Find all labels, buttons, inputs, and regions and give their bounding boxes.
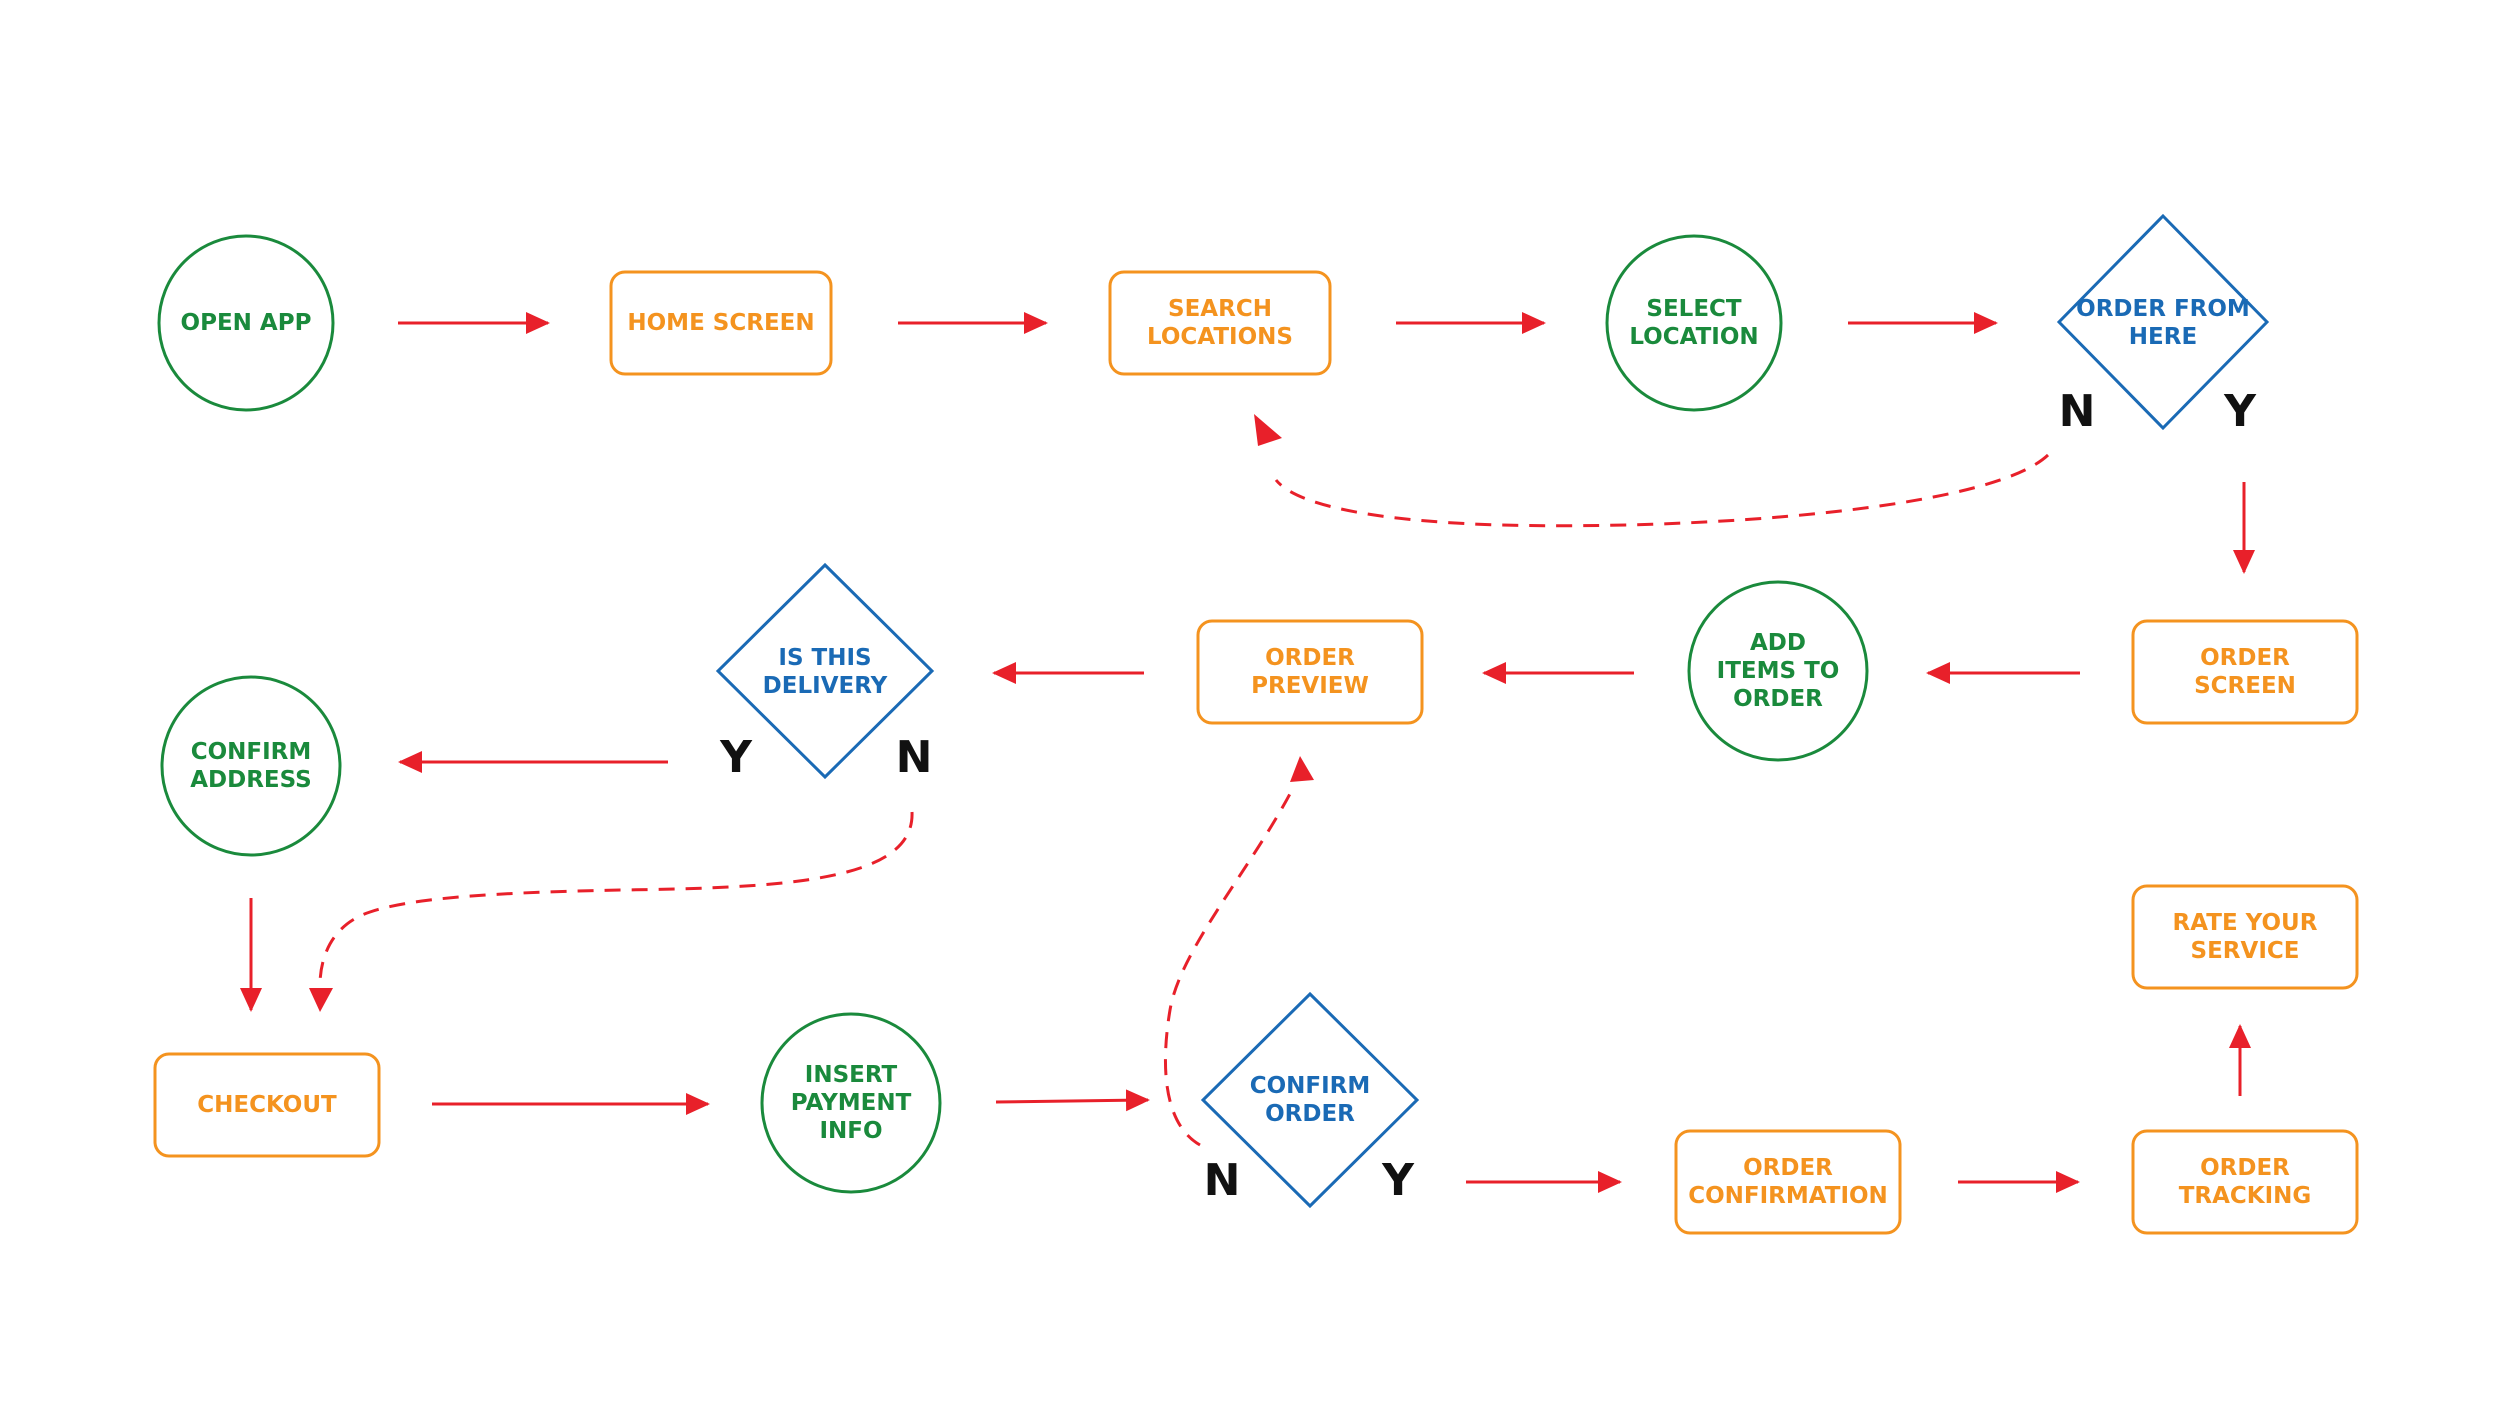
node-label-line: PAYMENT xyxy=(791,1090,912,1116)
node-label-line: ORDER xyxy=(1265,645,1355,671)
node-label-line: ADDRESS xyxy=(190,767,312,793)
arrow-delivery-no-to-checkout xyxy=(318,811,914,986)
node-label-line: INFO xyxy=(819,1118,882,1144)
node-open-app-shape xyxy=(157,234,335,412)
node-label-line: CONFIRM xyxy=(1250,1073,1371,1099)
node-confirm-address-shape xyxy=(160,675,342,857)
arrowhead-to-search xyxy=(1254,414,1282,446)
node-label-line: ITEMS TO xyxy=(1717,658,1840,684)
branch-label-order-from-here-no: N xyxy=(2059,386,2096,437)
arrow-payment-to-confirm-order xyxy=(995,1089,1150,1112)
branch-label-confirm-order-no: N xyxy=(1204,1155,1241,1206)
node-label-line: RATE YOUR xyxy=(2173,910,2318,936)
node-order-confirmation-shape xyxy=(1674,1129,1902,1235)
node-order-tracking-shape xyxy=(2131,1129,2359,1235)
node-rate-service-shape xyxy=(2131,884,2359,990)
node-label-line: OPEN APP xyxy=(181,310,312,336)
node-home-screen-shape xyxy=(609,270,833,376)
node-label-line: ORDER xyxy=(1743,1155,1833,1181)
branch-label-confirm-order-yes: Y xyxy=(1381,1155,1415,1206)
node-label-line: IS THIS xyxy=(778,645,871,671)
node-label-line: ADD xyxy=(1750,630,1806,656)
node-label-line: CHECKOUT xyxy=(197,1092,337,1118)
node-select-location-shape xyxy=(1605,234,1783,412)
node-checkout-shape xyxy=(153,1052,381,1158)
node-label-line: ORDER xyxy=(1265,1101,1355,1127)
branch-label-order-from-here-yes: Y xyxy=(2223,386,2257,437)
arrowhead-to-checkout xyxy=(309,988,333,1012)
node-label-line: TRACKING xyxy=(2179,1183,2312,1209)
node-search-locations-shape xyxy=(1108,270,1332,376)
node-label-line: CONFIRMATION xyxy=(1688,1183,1888,1209)
node-is-delivery-shape xyxy=(715,562,935,780)
node-confirm-order-shape xyxy=(1200,991,1420,1209)
node-label-line: ORDER xyxy=(2200,645,2290,671)
node-order-from-here-shape xyxy=(2056,213,2270,431)
circle-nodes xyxy=(157,234,1869,1194)
node-label-line: DELIVERY xyxy=(763,673,888,699)
decision-nodes xyxy=(715,213,2270,1209)
process-nodes xyxy=(153,270,2359,1235)
node-label-line: CONFIRM xyxy=(191,739,312,765)
node-label-line: SELECT xyxy=(1646,296,1742,322)
node-label-line: LOCATIONS xyxy=(1147,324,1293,350)
node-label-line: PREVIEW xyxy=(1251,673,1369,699)
node-label-line: INSERT xyxy=(805,1062,898,1088)
branch-label-is-delivery-no: N xyxy=(896,732,933,783)
node-order-preview-shape xyxy=(1196,619,1424,725)
branch-label-is-delivery-yes: Y xyxy=(719,732,753,783)
node-add-items-shape xyxy=(1687,580,1869,762)
node-label-line: SERVICE xyxy=(2191,938,2300,964)
arrows xyxy=(240,312,2255,1193)
arrow-order-from-here-no-to-search xyxy=(1274,453,2050,528)
dashed-arrows xyxy=(318,453,2050,1147)
branch-labels: N Y Y N N Y xyxy=(719,386,2257,1206)
node-insert-payment-shape xyxy=(760,1012,942,1194)
node-label-line: ORDER FROM xyxy=(2076,296,2250,322)
arrowhead-to-preview xyxy=(1290,756,1314,782)
node-open-app-label: OPEN APP xyxy=(181,310,312,336)
dashed-arrowheads xyxy=(309,414,1314,1012)
node-label-line: HERE xyxy=(2129,324,2197,350)
node-checkout-label: CHECKOUT xyxy=(197,1092,337,1118)
node-label-line: ORDER xyxy=(2200,1155,2290,1181)
node-label-line: SCREEN xyxy=(2194,673,2296,699)
node-home-screen-label: HOME SCREEN xyxy=(627,310,814,336)
node-label-line: ORDER xyxy=(1733,686,1823,712)
node-label-line: HOME SCREEN xyxy=(627,310,814,336)
node-label-line: SEARCH xyxy=(1168,296,1272,322)
node-order-screen-shape xyxy=(2131,619,2359,725)
node-label-line: LOCATION xyxy=(1629,324,1758,350)
